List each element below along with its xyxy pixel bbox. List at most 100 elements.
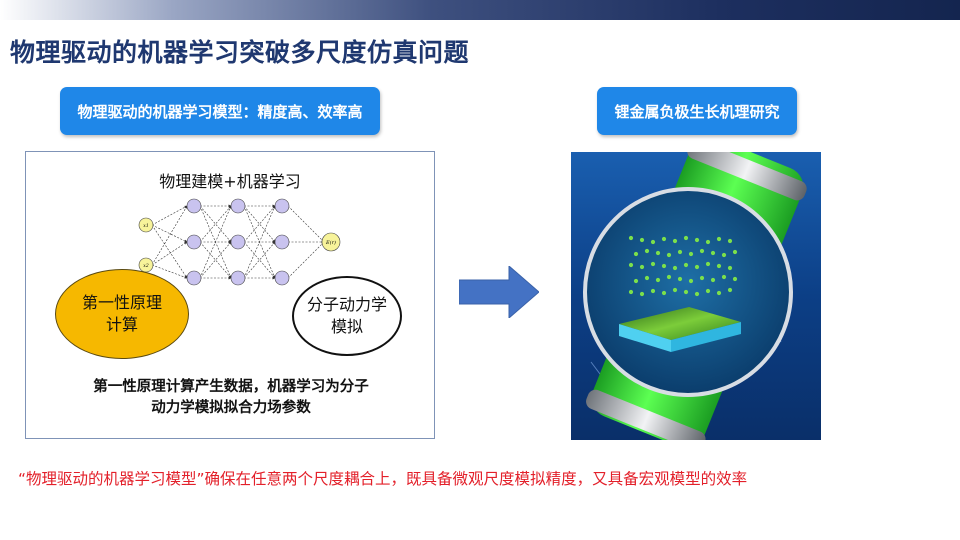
input-node-label: x1 bbox=[143, 223, 148, 229]
lithium-atom bbox=[650, 239, 656, 245]
hidden-node bbox=[274, 234, 290, 250]
network-edge bbox=[199, 205, 232, 279]
lithium-atom bbox=[639, 264, 645, 270]
lithium-atom bbox=[727, 238, 733, 244]
lithium-atom bbox=[716, 290, 722, 296]
research-label-box: 锂金属负极生长机理研究 bbox=[597, 87, 797, 135]
lithium-atom bbox=[628, 262, 634, 268]
lithium-atom bbox=[661, 263, 667, 269]
lithium-atom bbox=[694, 264, 700, 270]
first-principles-ellipse: 第一性原理 计算 bbox=[55, 269, 189, 359]
lithium-atom bbox=[655, 277, 661, 283]
hidden-node bbox=[274, 270, 290, 286]
right-arrow-icon bbox=[459, 266, 539, 318]
lithium-atom bbox=[710, 250, 716, 256]
lithium-atom bbox=[661, 236, 667, 242]
lithium-atom bbox=[721, 252, 727, 258]
lithium-atom bbox=[633, 278, 639, 284]
hidden-node bbox=[230, 270, 246, 286]
molecular-dynamics-line2: 模拟 bbox=[330, 317, 363, 336]
lithium-atom bbox=[683, 289, 689, 295]
lithium-atom bbox=[639, 237, 645, 243]
lithium-atom bbox=[650, 288, 656, 294]
lithium-atom bbox=[672, 265, 678, 271]
battery-illustration bbox=[571, 152, 821, 440]
lithium-atom bbox=[688, 251, 694, 257]
input-node bbox=[138, 217, 154, 233]
lithium-atom bbox=[694, 291, 700, 297]
lithium-atom bbox=[666, 274, 672, 280]
slide-title: 物理驱动的机器学习突破多尺度仿真问题 bbox=[10, 38, 470, 67]
hidden-node bbox=[230, 234, 246, 250]
lithium-atom bbox=[650, 261, 656, 267]
top-gradient-bar bbox=[0, 0, 960, 20]
network-edge bbox=[151, 205, 188, 266]
network-edge bbox=[287, 241, 325, 279]
network-edge bbox=[243, 241, 276, 279]
first-principles-line1: 第一性原理 bbox=[81, 293, 162, 312]
lithium-atom bbox=[699, 275, 705, 281]
network-edge bbox=[199, 205, 232, 243]
network-edge bbox=[243, 241, 276, 279]
hidden-node bbox=[230, 198, 246, 214]
lithium-atom bbox=[677, 249, 683, 255]
lithium-atom bbox=[727, 287, 733, 293]
lithium-atom bbox=[710, 277, 716, 283]
molecular-dynamics-line1: 分子动力学 bbox=[306, 295, 387, 314]
network-edge bbox=[199, 241, 232, 279]
network-edge bbox=[151, 241, 188, 266]
lithium-atom bbox=[628, 235, 634, 241]
network-edge bbox=[151, 224, 188, 279]
lithium-atom bbox=[683, 235, 689, 241]
panel-caption-line2: 动力学模拟拟合力场参数 bbox=[151, 400, 311, 416]
network-edge bbox=[151, 264, 188, 279]
hidden-node bbox=[186, 198, 202, 214]
lithium-atom bbox=[639, 291, 645, 297]
lithium-atom bbox=[705, 261, 711, 267]
lithium-atom bbox=[716, 263, 722, 269]
input-node-label: x2 bbox=[143, 263, 149, 269]
panel-heading: 物理建模+机器学习 bbox=[159, 172, 301, 191]
network-edge bbox=[243, 205, 276, 279]
lithium-atom bbox=[661, 290, 667, 296]
lithium-atom bbox=[727, 265, 733, 271]
lithium-atom bbox=[666, 252, 672, 258]
lithium-atom bbox=[633, 251, 639, 257]
lithium-atom bbox=[705, 288, 711, 294]
network-edge bbox=[199, 205, 232, 243]
output-node-label: E(r) bbox=[325, 239, 336, 246]
lithium-atom bbox=[732, 249, 738, 255]
panel-caption-line1: 第一性原理计算产生数据，机器学习为分子 bbox=[93, 379, 369, 395]
network-edge bbox=[199, 241, 232, 279]
hidden-node bbox=[274, 198, 290, 214]
lithium-atom bbox=[644, 275, 650, 281]
model-label-box: 物理驱动的机器学习模型：精度高、效率高 bbox=[60, 87, 380, 135]
lithium-atom bbox=[721, 274, 727, 280]
lithium-atom bbox=[683, 262, 689, 268]
hidden-node bbox=[186, 270, 202, 286]
output-node bbox=[321, 232, 341, 252]
lithium-atom bbox=[644, 248, 650, 254]
network-edge bbox=[151, 205, 188, 226]
lithium-atom bbox=[677, 276, 683, 282]
network-edge bbox=[243, 205, 276, 243]
lithium-atom bbox=[628, 289, 634, 295]
method-panel: 物理建模+机器学习 x1 x2 E(r) 第一性原理 计算 分子动力学 模拟 第一性… bbox=[25, 151, 435, 439]
network-edge bbox=[287, 205, 325, 243]
lithium-atom bbox=[732, 276, 738, 282]
lithium-atom bbox=[716, 236, 722, 242]
network-edge bbox=[151, 224, 188, 243]
lithium-atom bbox=[688, 278, 694, 284]
lithium-atom bbox=[655, 250, 661, 256]
first-principles-line2: 计算 bbox=[105, 315, 138, 334]
lithium-atom bbox=[694, 237, 700, 243]
lithium-atom bbox=[699, 248, 705, 254]
lithium-atom bbox=[672, 287, 678, 293]
model-label-text: 物理驱动的机器学习模型：精度高、效率高 bbox=[77, 102, 363, 121]
network-edge bbox=[243, 205, 276, 243]
panel-caption: 第一性原理计算产生数据，机器学习为分子 动力学模拟拟合力场参数 bbox=[36, 377, 426, 419]
lithium-atom bbox=[705, 239, 711, 245]
research-label-text: 锂金属负极生长机理研究 bbox=[614, 102, 780, 121]
lithium-atom bbox=[672, 238, 678, 244]
bottom-note: “物理驱动的机器学习模型”确保在任意两个尺度耦合上，既具备微观尺度模拟精度，又具… bbox=[18, 470, 748, 488]
